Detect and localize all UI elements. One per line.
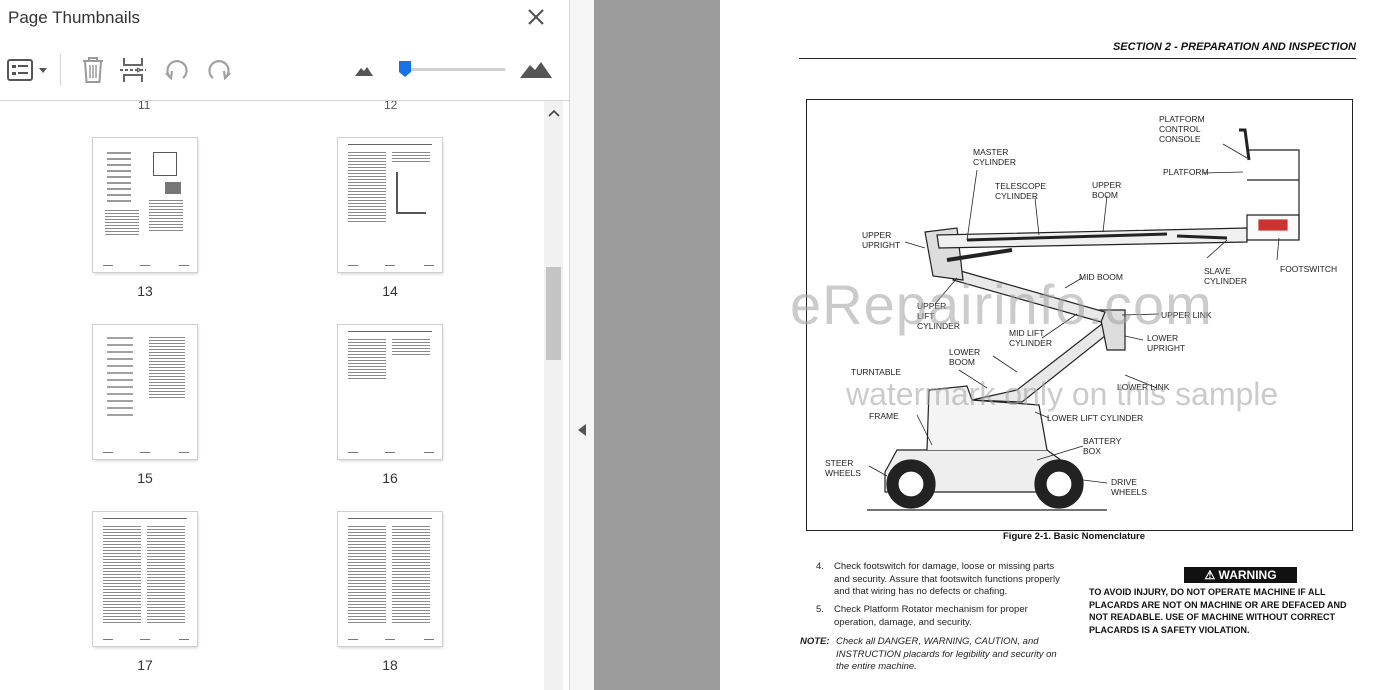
thumbnail-options-icon (7, 59, 47, 81)
triangle-left-icon (578, 424, 586, 436)
page-thumbnail[interactable] (93, 325, 197, 459)
label-lower-upright: LOWER UPRIGHT (1147, 333, 1186, 353)
warning-text: TO AVOID INJURY, DO NOT OPERATE MACHINE … (1089, 587, 1347, 635)
label-footswitch: FOOTSWITCH (1280, 264, 1338, 274)
step-number: 5. (816, 604, 824, 615)
thumbnail-page-number: 15 (137, 470, 153, 486)
instruction-step: 4. Check footswitch for damage, loose or… (816, 561, 1076, 611)
thumbnail-page-number: 14 (382, 283, 398, 299)
label-upper-lift-cylinder: UPPER LIFT CYLINDER (917, 301, 960, 331)
watermark: watermark only on this sample (846, 376, 1279, 412)
trash-icon (83, 57, 103, 83)
toolbar-separator (60, 54, 61, 86)
section-header: SECTION 2 - PREPARATION AND INSPECTION (1112, 41, 1356, 53)
thumbnail-page-number: 16 (382, 470, 398, 486)
cut-off-page-label: 12 (384, 101, 398, 109)
rotate-counterclockwise-button[interactable] (162, 54, 192, 86)
boom-lift-illustration (867, 128, 1300, 511)
label-slave-cylinder: SLAVE CYLINDER (1204, 266, 1247, 286)
page-thumbnails-panel: Page Thumbnails (0, 0, 570, 690)
figure-caption: Figure 2-1. Basic Nomenclature (1003, 531, 1146, 542)
label-frame: FRAME (869, 411, 899, 421)
zoom-out-button[interactable] (353, 54, 375, 86)
label-master-cylinder: MASTER CYLINDER (973, 147, 1016, 167)
thumbnail-options-button[interactable] (6, 54, 50, 86)
page-thumbnail[interactable] (93, 512, 197, 646)
label-battery-box: BATTERY BOX (1083, 436, 1122, 456)
label-upper-link: UPPER LINK (1161, 310, 1212, 320)
rotate-counterclockwise-icon (165, 60, 188, 81)
page-thumbnail[interactable] (338, 325, 442, 459)
document-page: SECTION 2 - PREPARATION AND INSPECTION (720, 0, 1376, 690)
panel-title: Page Thumbnails (8, 8, 140, 27)
label-telescope-cylinder: TELESCOPE CYLINDER (995, 181, 1047, 201)
thumbnail-list[interactable]: 11 12 13 14 15 (0, 101, 544, 690)
cut-off-page-label: 11 (138, 101, 151, 109)
zoom-slider-thumb[interactable] (399, 61, 412, 77)
rotate-clockwise-button[interactable] (204, 54, 234, 86)
label-lower-link: LOWER LINK (1117, 382, 1170, 392)
label-drive-wheels: DRIVE WHEELS (1111, 477, 1147, 497)
extract-pages-button[interactable] (118, 54, 148, 86)
collapse-panel-button[interactable] (576, 423, 588, 437)
thumbnail-page-number: 17 (137, 657, 153, 673)
close-panel-button[interactable] (524, 5, 548, 29)
label-upper-upright: UPPER UPRIGHT (862, 230, 901, 250)
step-text: Check Platform Rotator mechanism for pro… (834, 604, 1028, 628)
warning-badge: ⚠ WARNING (1184, 567, 1297, 583)
extract-pages-icon (120, 58, 146, 82)
label-lower-boom: LOWER BOOM (949, 347, 981, 367)
scroll-up-button[interactable] (544, 105, 563, 119)
label-lower-lift-cylinder: LOWER LIFT CYLINDER (1047, 413, 1144, 423)
nomenclature-figure: PLATFORM CONTROL CONSOLE PLATFORM MASTER… (806, 99, 1353, 531)
zoom-in-button[interactable] (518, 54, 554, 86)
small-mountain-icon (355, 67, 373, 76)
header-rule (799, 58, 1356, 59)
label-turntable: TURNTABLE (851, 367, 901, 377)
instruction-step: 5. Check Platform Rotator mechanism for … (816, 604, 1076, 634)
warning-label: WARNING (1218, 568, 1277, 582)
note-text: Check all DANGER, WARNING, CAUTION, and … (836, 636, 1057, 672)
zoom-slider-track[interactable] (400, 68, 505, 71)
scrollbar-thumb[interactable] (546, 267, 561, 360)
label-mid-boom: MID BOOM (1079, 272, 1123, 282)
label-mid-lift-cylinder: MID LIFT CYLINDER (1009, 328, 1052, 348)
large-mountain-icon (520, 62, 552, 78)
document-background (594, 0, 720, 690)
label-steer-wheels: STEER WHEELS (825, 458, 861, 478)
chevron-up-icon (547, 109, 560, 117)
delete-pages-button[interactable] (78, 54, 108, 86)
label-platform: PLATFORM (1163, 167, 1209, 177)
page-thumbnail[interactable] (93, 138, 197, 272)
page-thumbnail[interactable] (338, 512, 442, 646)
thumbnail-scrollbar[interactable] (544, 101, 563, 690)
close-icon (528, 9, 544, 25)
thumbnail-toolbar (0, 40, 570, 101)
step-text: Check footswitch for damage, loose or mi… (834, 561, 1060, 597)
label-platform-control-console: PLATFORM CONTROL CONSOLE (1159, 114, 1205, 144)
thumbnail-page-number: 13 (137, 283, 153, 299)
thumbnail-page-number: 18 (382, 657, 398, 673)
panel-splitter[interactable] (570, 0, 594, 690)
watermark: eRepairinfo.com (790, 273, 1213, 336)
page-thumbnail[interactable] (338, 138, 442, 272)
note-label: NOTE: (800, 636, 830, 647)
warning-triangle-icon: ⚠ (1204, 568, 1216, 582)
label-upper-boom: UPPER BOOM (1092, 180, 1122, 200)
rotate-clockwise-icon (208, 60, 231, 81)
step-number: 4. (816, 561, 824, 572)
